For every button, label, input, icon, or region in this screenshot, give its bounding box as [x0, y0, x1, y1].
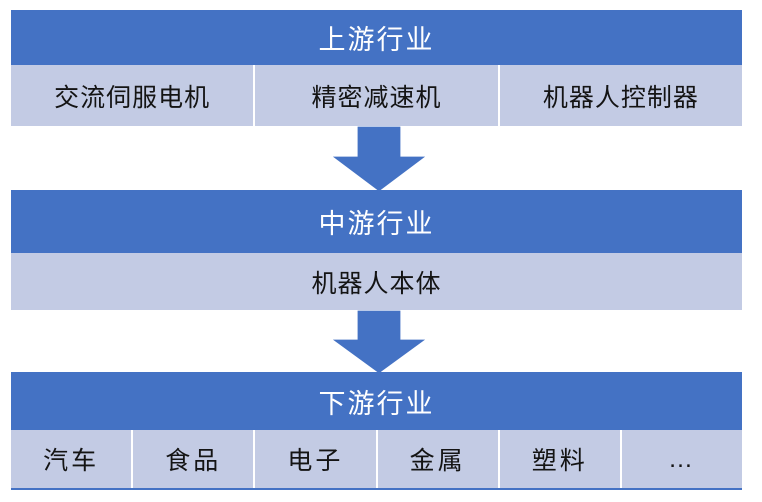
tier-upstream-cell-2[interactable]: 机器人控制器: [542, 83, 699, 112]
tier-downstream-cell-2[interactable]: 电子: [255, 430, 378, 488]
tier-upstream: 上游行业 交流伺服电机 精密减速机 机器人控制器: [11, 10, 742, 126]
tier-downstream-body: 汽车 食品 电子 金属 塑料 …: [11, 430, 742, 490]
tier-midstream-cell-0[interactable]: 机器人本体: [311, 269, 442, 298]
tier-upstream-cell-1[interactable]: 精密减速机: [255, 65, 500, 126]
tier-downstream-cell-3[interactable]: 金属: [378, 430, 500, 488]
tier-midstream-body: 机器人本体: [11, 253, 742, 310]
tier-downstream: 下游行业 汽车 食品 电子 金属 塑料 …: [11, 372, 742, 490]
down-arrow-icon-upper: [331, 126, 427, 192]
tier-upstream-cell-0[interactable]: 交流伺服电机: [11, 65, 256, 126]
tier-downstream-cell-1[interactable]: 食品: [133, 430, 256, 488]
tier-midstream: 中游行业 机器人本体: [11, 190, 742, 310]
down-arrow-icon-lower: [331, 310, 427, 374]
tier-downstream-cell-4[interactable]: 塑料: [500, 430, 622, 488]
tier-upstream-header: 上游行业: [11, 10, 742, 65]
tier-downstream-cell-0[interactable]: 汽车: [11, 430, 134, 488]
tier-downstream-header: 下游行业: [11, 372, 742, 430]
tier-downstream-cell-5[interactable]: …: [667, 444, 696, 473]
tier-upstream-body: 交流伺服电机 精密减速机 机器人控制器: [11, 65, 742, 126]
tier-midstream-header: 中游行业: [11, 190, 742, 253]
